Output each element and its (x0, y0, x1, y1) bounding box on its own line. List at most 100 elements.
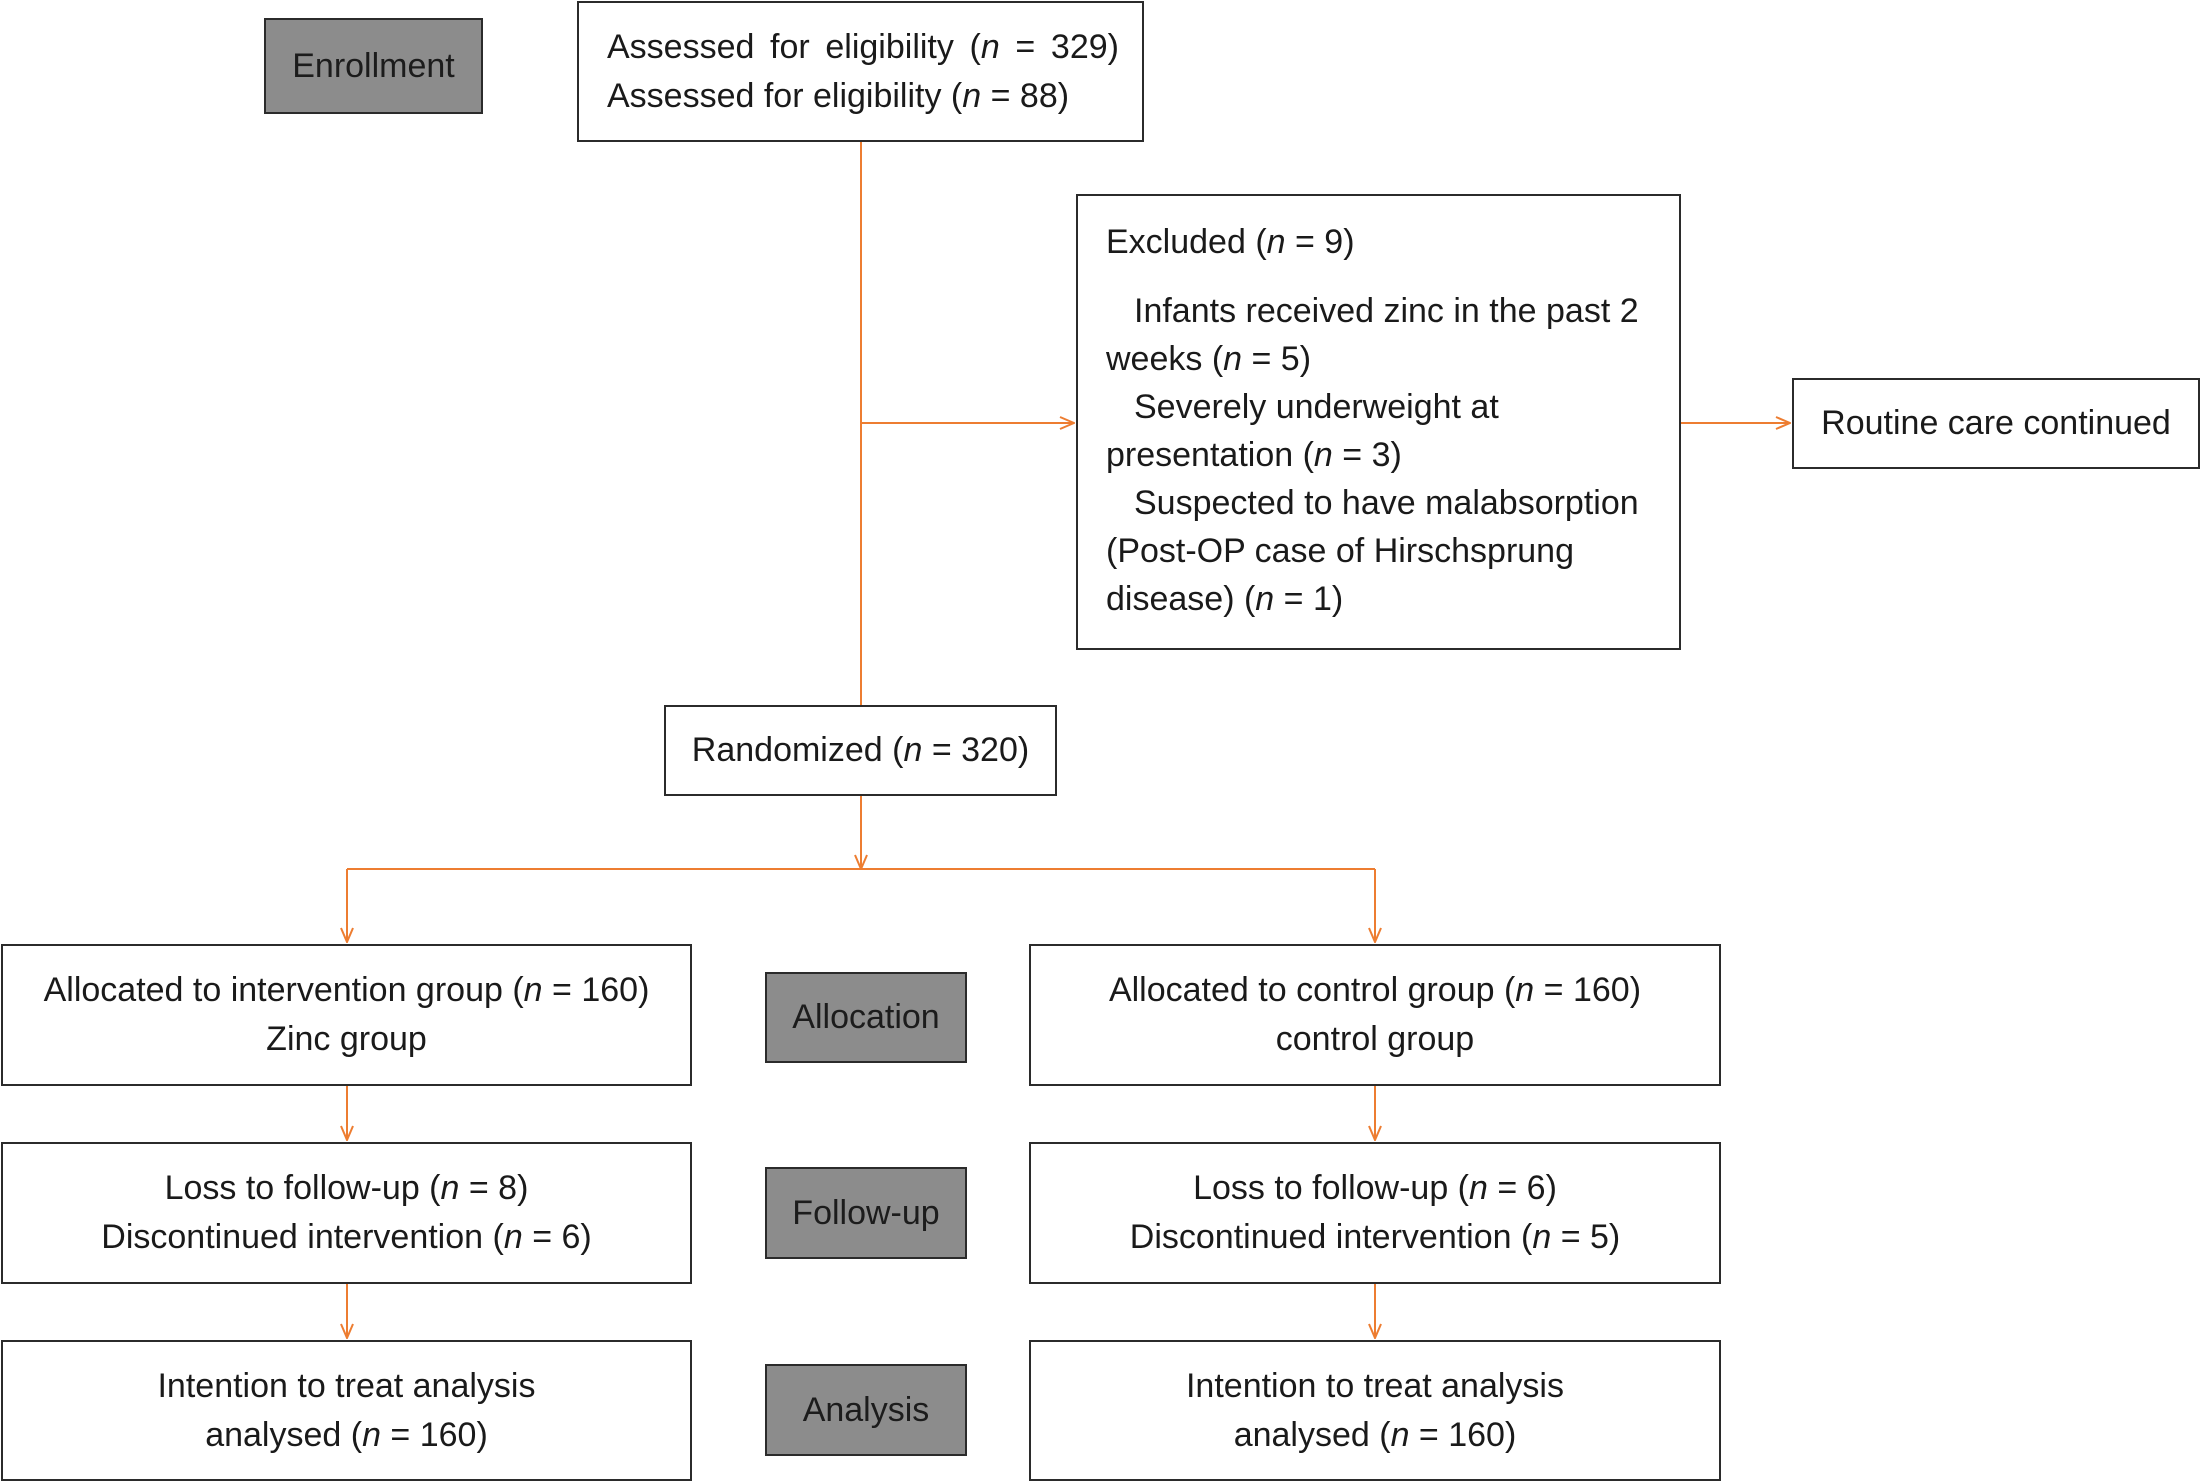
text-segment: Discontinued intervention ( (1129, 1218, 1533, 1256)
sample-size-symbol: n (980, 27, 1000, 66)
text-segment: Infants received zinc in the past 2 week… (1106, 292, 1639, 378)
sample-size-symbol: n (1255, 580, 1275, 618)
text-segment: control group (1275, 1020, 1475, 1058)
text-segment: = 160) (542, 971, 650, 1009)
text-segment: Intention to treat analysis (1185, 1366, 1564, 1405)
text-segment: = 5) (1242, 340, 1312, 378)
routine-care-box: Routine care continued (1792, 378, 2200, 469)
sample-size-symbol: n (1313, 436, 1333, 474)
exclusion-reason: Severely underweight at presentation (n … (1106, 383, 1662, 479)
analysis-line: analysed (n = 160) (157, 1411, 535, 1460)
text-segment: Zinc group (266, 1020, 427, 1058)
sample-size-symbol: n (523, 971, 543, 1009)
text-segment: = 3) (1332, 436, 1402, 474)
control-allocation-text: Allocated to control group (n = 160) cont… (1109, 966, 1641, 1064)
text-segment: Severely underweight at presentation ( (1106, 388, 1499, 474)
text-segment: Allocated to control group ( (1108, 971, 1516, 1009)
eligibility-line: Assessed for eligibility (n = 88) (607, 72, 1119, 121)
analysis-line: analysed (n = 160) (1186, 1411, 1564, 1460)
eligibility-text: Assessed for eligibility (n = 329)Assess… (607, 23, 1119, 121)
follow-up-line: Loss to follow-up (n = 8) (101, 1164, 591, 1213)
text-segment: = 1) (1274, 580, 1344, 618)
stage-label-enrollment: Enrollment (264, 18, 483, 114)
text-segment: analysed ( (205, 1415, 363, 1454)
text-segment: Discontinued intervention ( (101, 1218, 504, 1256)
allocation-line: Allocated to control group (n = 160) (1109, 966, 1641, 1015)
text-segment: = 160) (1534, 971, 1642, 1009)
intervention-follow-up-box: Loss to follow-up (n = 8)Discontinued in… (1, 1142, 692, 1284)
sample-size-symbol: n (1515, 971, 1535, 1009)
text-segment: = 320) (922, 731, 1030, 769)
stage-label-text: Allocation (792, 998, 940, 1036)
analysis-line: Intention to treat analysis (157, 1362, 535, 1411)
sample-size-symbol: n (903, 731, 923, 769)
control-allocation-box: Allocated to control group (n = 160) cont… (1029, 944, 1721, 1086)
sample-size-symbol: n (1469, 1169, 1488, 1207)
text-segment: = 9) (1285, 223, 1355, 261)
intervention-follow-up-text: Loss to follow-up (n = 8)Discontinued in… (101, 1164, 591, 1262)
follow-up-line: Discontinued intervention (n = 6) (101, 1213, 591, 1262)
allocation-line: control group (1109, 1015, 1641, 1064)
stage-label-allocation: Allocation (765, 972, 967, 1063)
sample-size-symbol: n (1390, 1415, 1410, 1454)
intervention-analysis-box: Intention to treat analysis analysed (n =… (1, 1340, 692, 1481)
stage-label-text: Enrollment (292, 46, 455, 85)
intervention-analysis-text: Intention to treat analysis analysed (n =… (157, 1362, 535, 1460)
stage-label-text: Analysis (802, 1390, 930, 1429)
sample-size-symbol: n (1266, 223, 1286, 261)
eligibility-box: Assessed for eligibility (n = 329)Assess… (577, 1, 1144, 142)
allocation-line: Allocated to intervention group (n = 160… (44, 966, 650, 1015)
text-segment: = 5) (1551, 1218, 1621, 1256)
excluded-content: Excluded (n = 9) Infants received zinc i… (1106, 218, 1662, 623)
sample-size-symbol: n (1532, 1218, 1552, 1256)
text-segment: Excluded ( (1106, 223, 1267, 261)
allocation-line: Zinc group (44, 1015, 650, 1064)
follow-up-line: Loss to follow-up (n = 6) (1130, 1164, 1620, 1213)
text-segment: Loss to follow-up ( (1193, 1169, 1469, 1207)
follow-up-line: Discontinued intervention (n = 5) (1130, 1213, 1620, 1262)
text-segment: = 88) (981, 76, 1070, 115)
text-segment: = 6) (522, 1218, 592, 1256)
sample-size-symbol: n (362, 1415, 381, 1454)
text-segment: = 8) (459, 1169, 529, 1207)
exclusion-reasons: Infants received zinc in the past 2 week… (1106, 287, 1662, 623)
stage-label-analysis: Analysis (765, 1364, 967, 1456)
control-follow-up-text: Loss to follow-up (n = 6)Discontinued in… (1130, 1164, 1620, 1262)
text-segment: = 160) (380, 1415, 488, 1454)
text-segment: analysed ( (1233, 1415, 1391, 1454)
excluded-heading: Excluded (n = 9) (1106, 218, 1662, 266)
excluded-heading-line: Excluded (n = 9) (1106, 218, 1662, 266)
intervention-allocation-box: Allocated to intervention group (n = 160… (1, 944, 692, 1086)
exclusion-reason: Suspected to have malabsorption (Post-OP… (1106, 479, 1662, 623)
text-segment: Assessed for eligibility ( (607, 27, 981, 66)
stage-label-follow-up: Follow-up (765, 1167, 967, 1259)
text-segment: = 329) (999, 27, 1119, 66)
text-segment: Assessed for eligibility ( (607, 76, 963, 115)
text-segment: = 160) (1409, 1415, 1517, 1454)
control-follow-up-box: Loss to follow-up (n = 6)Discontinued in… (1029, 1142, 1721, 1284)
analysis-line: Intention to treat analysis (1186, 1362, 1564, 1411)
text-segment: Routine care continued (1821, 404, 2171, 442)
control-analysis-text: Intention to treat analysis analysed (n =… (1186, 1362, 1564, 1460)
text-segment: Loss to follow-up ( (164, 1169, 441, 1207)
exclusion-reason: Infants received zinc in the past 2 week… (1106, 287, 1662, 383)
routine-care-text: Routine care continued (1821, 399, 2171, 448)
text-segment: Intention to treat analysis (157, 1366, 536, 1405)
intervention-allocation-text: Allocated to intervention group (n = 160… (44, 966, 650, 1064)
sample-size-symbol: n (962, 76, 982, 115)
control-analysis-box: Intention to treat analysis analysed (n =… (1029, 1340, 1721, 1481)
sample-size-symbol: n (440, 1169, 460, 1207)
text-segment: Allocated to intervention group ( (43, 971, 524, 1009)
randomized-box: Randomized (n = 320) (664, 705, 1057, 796)
text-segment: Randomized ( (691, 731, 904, 769)
routine-care-line: Routine care continued (1821, 399, 2171, 448)
text-segment: Suspected to have malabsorption (Post-OP… (1106, 484, 1639, 618)
randomized-text: Randomized (n = 320) (692, 726, 1029, 775)
randomized-line: Randomized (n = 320) (692, 726, 1029, 775)
text-segment: = 6) (1487, 1169, 1557, 1207)
stage-label-text: Follow-up (792, 1193, 940, 1232)
sample-size-symbol: n (1223, 340, 1243, 378)
excluded-box: Excluded (n = 9) Infants received zinc i… (1076, 194, 1681, 650)
eligibility-line: Assessed for eligibility (n = 329) (607, 23, 1119, 72)
